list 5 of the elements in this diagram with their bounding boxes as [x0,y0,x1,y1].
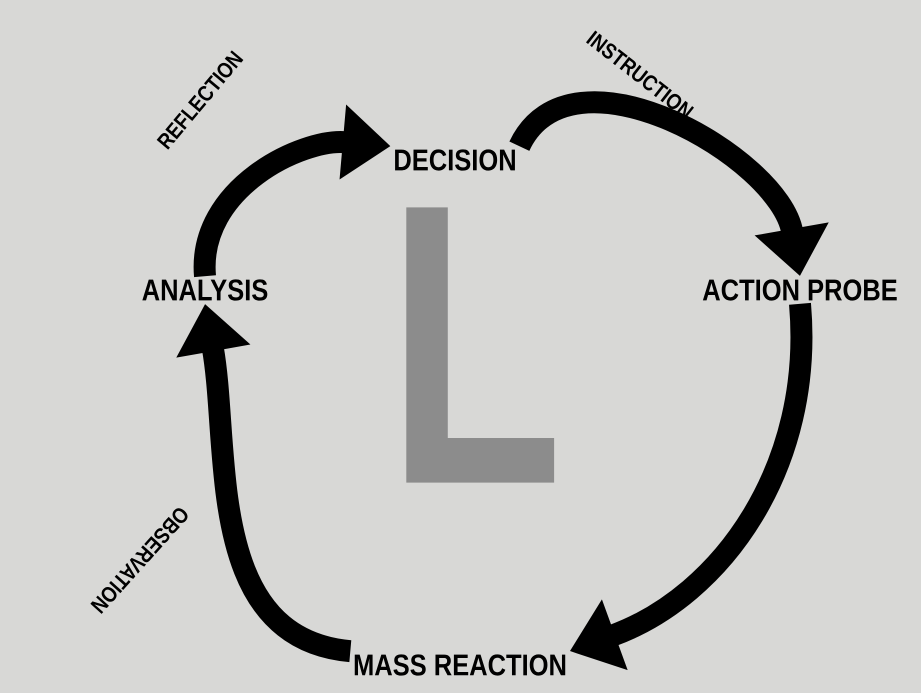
stage-label: ACTION PROBE [702,279,897,301]
big-letter: L [406,207,554,483]
stage-label: ANALYSIS [142,279,268,301]
stage-label: MASS REACTION [354,654,566,676]
stage-label: DECISION [395,149,515,171]
